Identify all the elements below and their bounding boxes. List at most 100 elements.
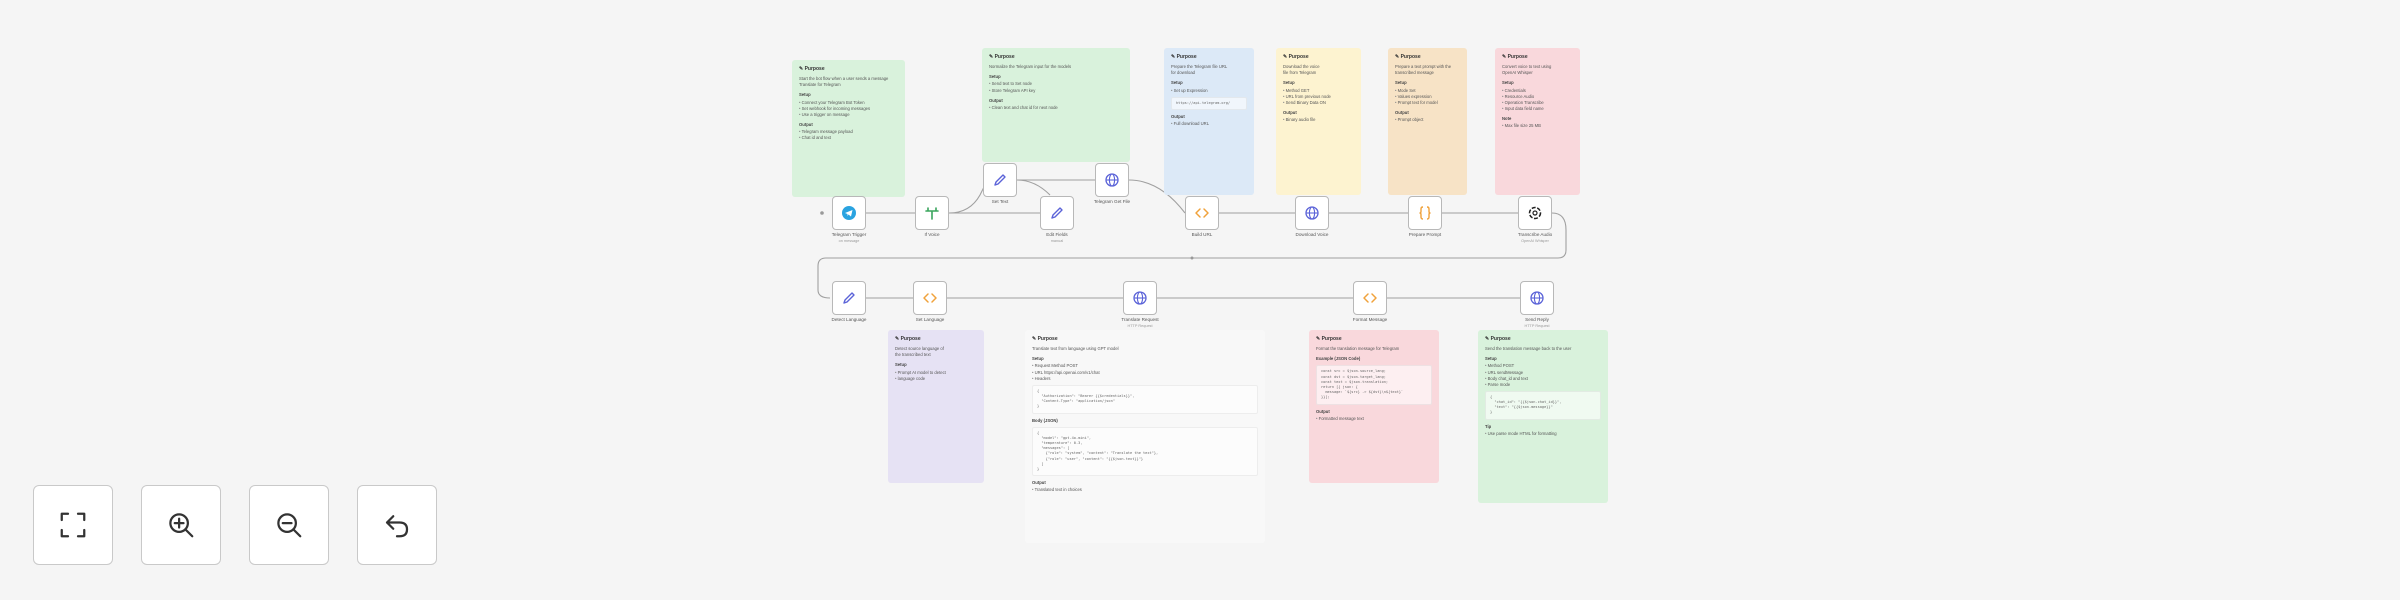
note-code: { "chat_id": "{{$json.chat_id}}", "text"…	[1485, 390, 1601, 420]
zoom-out-button[interactable]	[249, 485, 329, 565]
note-title: ✎ Purpose	[1283, 54, 1309, 60]
note-text: file from Telegram	[1283, 70, 1317, 76]
note-heading: Output	[1316, 408, 1330, 414]
node-label: Send Reply	[1525, 317, 1549, 322]
note-text: Download the voice	[1283, 64, 1320, 70]
note-text: Format the translation message for Teleg…	[1316, 346, 1400, 352]
pencil-icon	[843, 292, 855, 304]
pencil-icon	[1051, 207, 1063, 219]
note-title: ✎ Purpose	[989, 54, 1015, 60]
pencil-icon	[994, 174, 1006, 186]
send-reply-node[interactable]	[1520, 281, 1554, 315]
note-text: Detect source language of	[895, 346, 944, 352]
telegram-get-file-node[interactable]	[1095, 163, 1129, 197]
sticky-note-set-text[interactable]: ✎ Purpose Normalize the Telegram input f…	[982, 48, 1130, 162]
node-sublabel: HTTP Request	[1524, 324, 1550, 328]
if-voice-node[interactable]	[915, 196, 949, 230]
note-heading: Output	[989, 97, 1003, 103]
prepare-prompt-node[interactable]	[1408, 196, 1442, 230]
note-text: Prepare a text prompt with the	[1395, 64, 1452, 70]
note-code: { "Authorization": "Bearer {{$credential…	[1032, 384, 1258, 414]
note-heading: Tip	[1485, 423, 1492, 429]
zoom-out-icon	[277, 513, 302, 538]
node-label: Set Language	[915, 317, 945, 322]
fit-view-button[interactable]	[33, 485, 113, 565]
code-icon	[1363, 293, 1377, 303]
note-title: ✎ Purpose	[1485, 336, 1511, 342]
translate-request-node[interactable]	[1123, 281, 1157, 315]
note-item: Store Telegram API key	[989, 88, 1123, 94]
note-heading: Output	[1395, 109, 1409, 115]
braces-icon	[1419, 206, 1431, 220]
node-sublabel: manual	[1050, 239, 1064, 243]
code-icon	[923, 293, 937, 303]
note-title: ✎ Purpose	[1502, 54, 1528, 60]
note-heading: Output	[799, 121, 813, 127]
set-language-node[interactable]	[913, 281, 947, 315]
sticky-note-transcribe[interactable]: ✎ Purpose Convert voice to text using Op…	[1495, 48, 1580, 195]
node-sublabel: HTTP Request	[1127, 324, 1153, 328]
edit-fields-node[interactable]	[1040, 196, 1074, 230]
format-message-node[interactable]	[1353, 281, 1387, 315]
detect-language-node[interactable]	[832, 281, 866, 315]
note-title: ✎ Purpose	[799, 66, 825, 72]
note-heading: Setup	[895, 362, 907, 368]
note-item: Prompt object	[1395, 117, 1460, 123]
note-title: ✎ Purpose	[1395, 54, 1421, 60]
node-label: Telegram Get File	[1093, 199, 1131, 204]
note-text: the transcribed text	[895, 352, 931, 358]
note-title: ✎ Purpose	[1171, 54, 1197, 60]
node-label: Set Text	[991, 199, 1009, 204]
sticky-note-prompt[interactable]: ✎ Purpose Prepare a text prompt with the…	[1388, 48, 1467, 195]
sticky-note-translate[interactable]: ✎ Purpose Translate text from language u…	[1025, 330, 1265, 543]
note-heading: Output	[1171, 113, 1185, 119]
node-label: Format Message	[1352, 317, 1388, 322]
sticky-note-download[interactable]: ✎ Purpose Download the voice file from T…	[1276, 48, 1361, 195]
transcribe-audio-node[interactable]	[1518, 196, 1552, 230]
sticky-note-format-message[interactable]: ✎ Purpose Format the translation message…	[1309, 330, 1439, 483]
note-heading: Setup	[1032, 356, 1044, 362]
set-text-node[interactable]	[983, 163, 1017, 197]
note-heading: Example (JSON Code)	[1316, 356, 1361, 362]
note-heading: Setup	[989, 74, 1001, 80]
fit-view-icon	[60, 512, 86, 538]
node-label: Build URL	[1191, 232, 1213, 237]
note-text: Convert voice to text using	[1502, 64, 1552, 70]
zoom-in-button[interactable]	[141, 485, 221, 565]
sticky-note-build-url[interactable]: ✎ Purpose Prepare the Telegram file URL …	[1164, 48, 1254, 195]
globe-icon	[1105, 173, 1119, 187]
note-code: const src = $json.source_lang; const dst…	[1316, 365, 1432, 405]
telegram-trigger-node[interactable]	[832, 196, 866, 230]
note-text: Prepare the Telegram file URL	[1171, 64, 1228, 70]
node-label: If Voice	[924, 232, 940, 237]
download-voice-node[interactable]	[1295, 196, 1329, 230]
note-heading: Output	[1032, 480, 1046, 486]
note-text: transcribed message	[1395, 70, 1434, 76]
note-heading: Body (JSON)	[1032, 417, 1058, 423]
note-text: Send the translation message back to the…	[1485, 346, 1572, 352]
globe-icon	[1530, 291, 1544, 305]
globe-icon	[1133, 291, 1147, 305]
sticky-note-trigger[interactable]: ✎ Purpose Start the bot flow when a user…	[792, 60, 905, 197]
note-heading: Output	[1283, 109, 1297, 115]
node-label: Edit Fields	[1046, 232, 1068, 237]
note-text: OpenAI Whisper	[1502, 70, 1533, 76]
note-heading: Note	[1502, 115, 1512, 121]
note-item: Send Binary Data ON	[1283, 100, 1354, 106]
code-icon	[1195, 208, 1209, 218]
sticky-note-detect-language[interactable]: ✎ Purpose Detect source language of the …	[888, 330, 984, 483]
node-label: Prepare Prompt	[1408, 232, 1442, 237]
note-text: Translate text from language using GPT m…	[1032, 346, 1119, 352]
undo-button[interactable]	[357, 485, 437, 565]
note-item: Prompt text for model	[1395, 100, 1460, 106]
note-item: Headers	[1032, 376, 1258, 382]
note-item: Full download URL	[1171, 121, 1247, 127]
note-heading: Setup	[1283, 80, 1295, 86]
build-url-node[interactable]	[1185, 196, 1219, 230]
zoom-in-icon	[169, 513, 194, 538]
note-heading: Setup	[1502, 80, 1514, 86]
undo-icon	[385, 515, 409, 538]
sticky-note-send-reply[interactable]: ✎ Purpose Send the translation message b…	[1478, 330, 1608, 503]
